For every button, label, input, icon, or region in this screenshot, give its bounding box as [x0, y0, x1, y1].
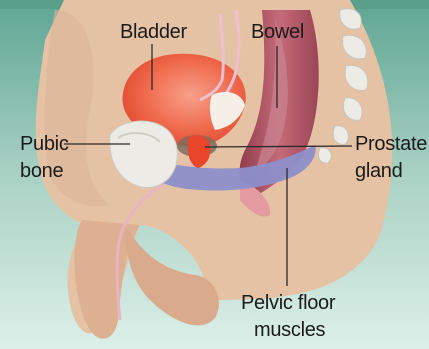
label-bladder: Bladder [120, 21, 187, 44]
label-pelvic-floor-line2: muscles [254, 319, 325, 342]
label-prostate-line1: Prostate [355, 133, 427, 156]
label-pubic-bone-line2: bone [20, 160, 63, 183]
label-pelvic-floor-line1: Pelvic floor [241, 292, 335, 315]
label-pubic-bone-line1: Pubic [20, 133, 69, 156]
label-prostate-line2: gland [355, 160, 402, 183]
label-bowel: Bowel [251, 21, 304, 44]
